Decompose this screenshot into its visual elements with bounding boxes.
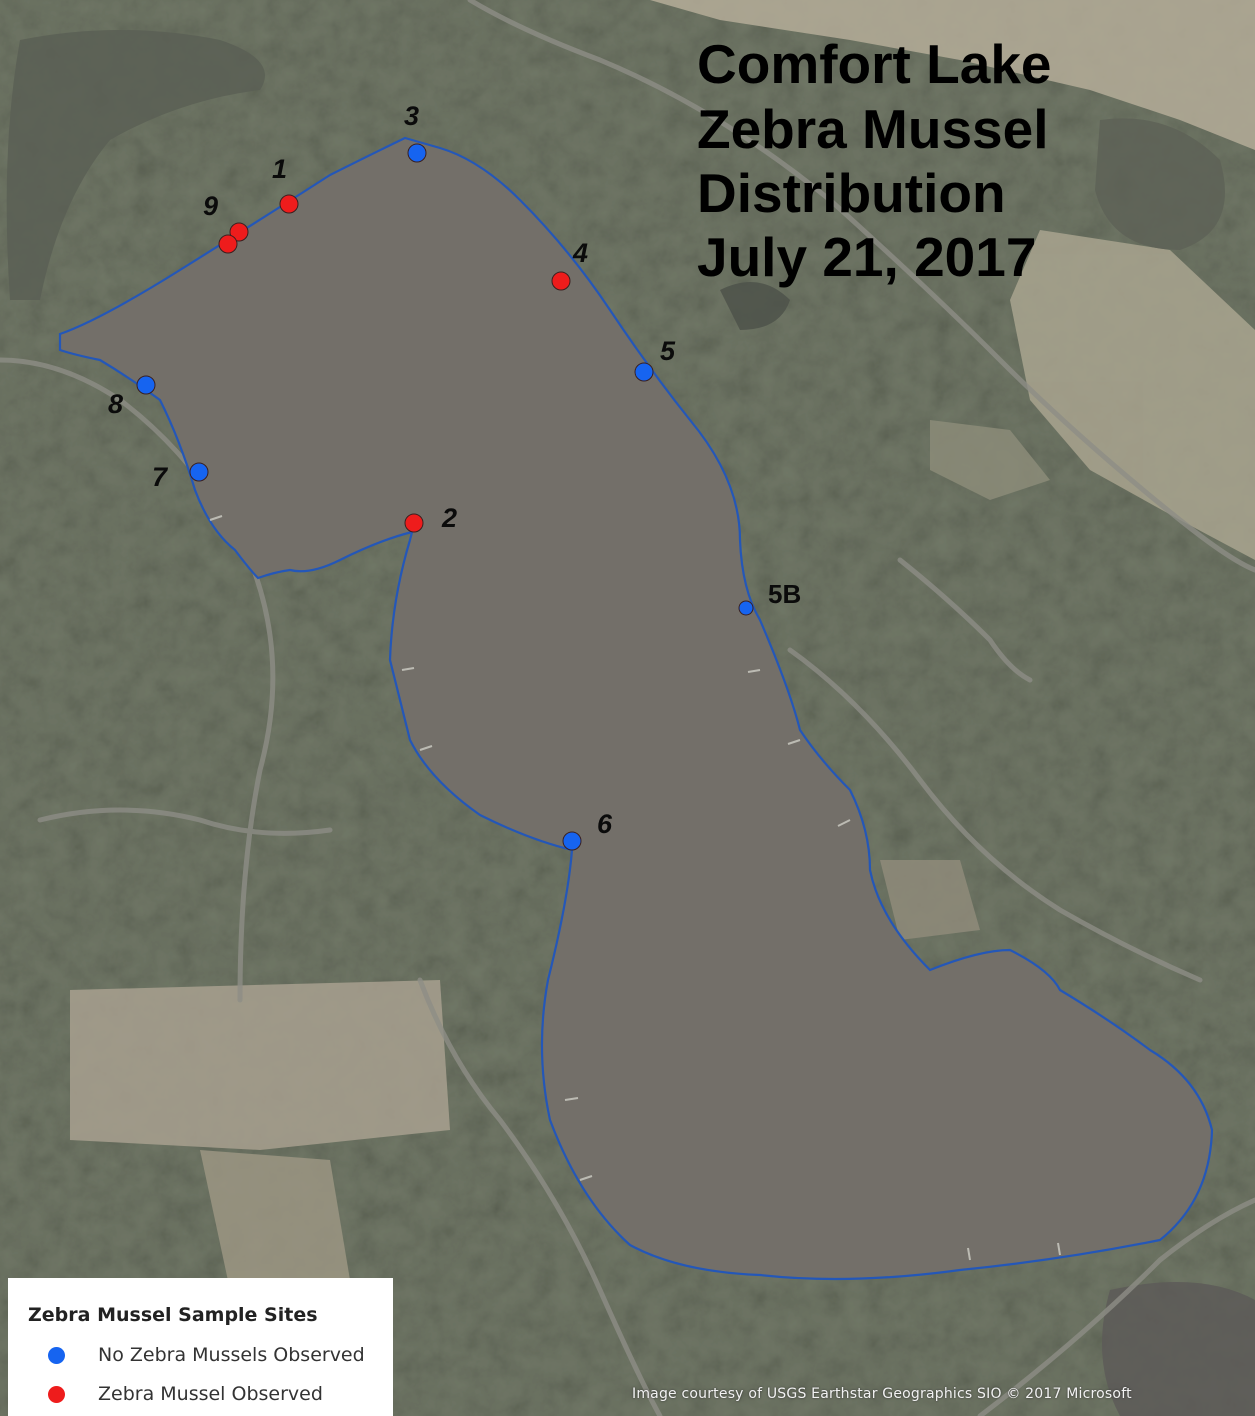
site-label: 3 [404, 101, 419, 131]
site-label: 1 [272, 154, 287, 184]
sample-site-2: 2 [404, 503, 457, 533]
site-marker [551, 271, 571, 291]
map-title: Comfort Lake Zebra Mussel Distribution J… [697, 33, 1052, 288]
site-label: 2 [441, 503, 457, 533]
site-label: 5B [768, 579, 801, 609]
site-marker [407, 143, 427, 163]
sample-site-4: 4 [551, 238, 588, 291]
title-line-1: Comfort Lake [697, 33, 1052, 95]
land-patches [6, 0, 1255, 1416]
site-marker [404, 513, 424, 533]
sample-site-8: 8 [108, 375, 156, 419]
site-label: 9 [203, 191, 218, 221]
sample-site-3: 3 [404, 101, 427, 163]
site-marker [562, 831, 582, 851]
sample-site-6: 6 [562, 809, 613, 851]
legend: Zebra Mussel Sample Sites No Zebra Musse… [8, 1278, 393, 1416]
site-marker [229, 222, 249, 242]
sample-sites: 1 2 3 4 5 5B 6 7 8 9 [108, 101, 801, 851]
site-label: 7 [152, 462, 169, 492]
site-marker [738, 600, 754, 616]
site-marker [634, 362, 654, 382]
title-line-3: Distribution [697, 162, 1006, 224]
site-marker [189, 462, 209, 482]
blue-dot-icon [48, 1347, 65, 1364]
imagery-credit: Image courtesy of USGS Earthstar Geograp… [632, 1386, 1132, 1402]
sample-site-9: 9 [203, 191, 249, 254]
sample-site-5b: 5B [738, 579, 801, 616]
sample-site-5: 5 [634, 336, 676, 382]
site-label: 8 [108, 389, 123, 419]
docks [209, 515, 1061, 1261]
site-label: 6 [597, 809, 613, 839]
lake-water [58, 136, 1214, 1281]
title-line-2: Zebra Mussel [697, 98, 1049, 160]
site-label: 5 [660, 336, 676, 366]
legend-title: Zebra Mussel Sample Sites [28, 1304, 318, 1326]
site-marker [136, 375, 156, 395]
red-dot-icon [48, 1386, 65, 1403]
sample-site-1: 1 [272, 154, 299, 214]
title-line-4: July 21, 2017 [697, 226, 1036, 288]
legend-label: Zebra Mussel Observed [98, 1383, 323, 1405]
site-marker [279, 194, 299, 214]
site-label: 4 [572, 238, 588, 268]
legend-label: No Zebra Mussels Observed [98, 1344, 365, 1366]
sample-site-7: 7 [152, 462, 209, 492]
site-marker [218, 234, 238, 254]
